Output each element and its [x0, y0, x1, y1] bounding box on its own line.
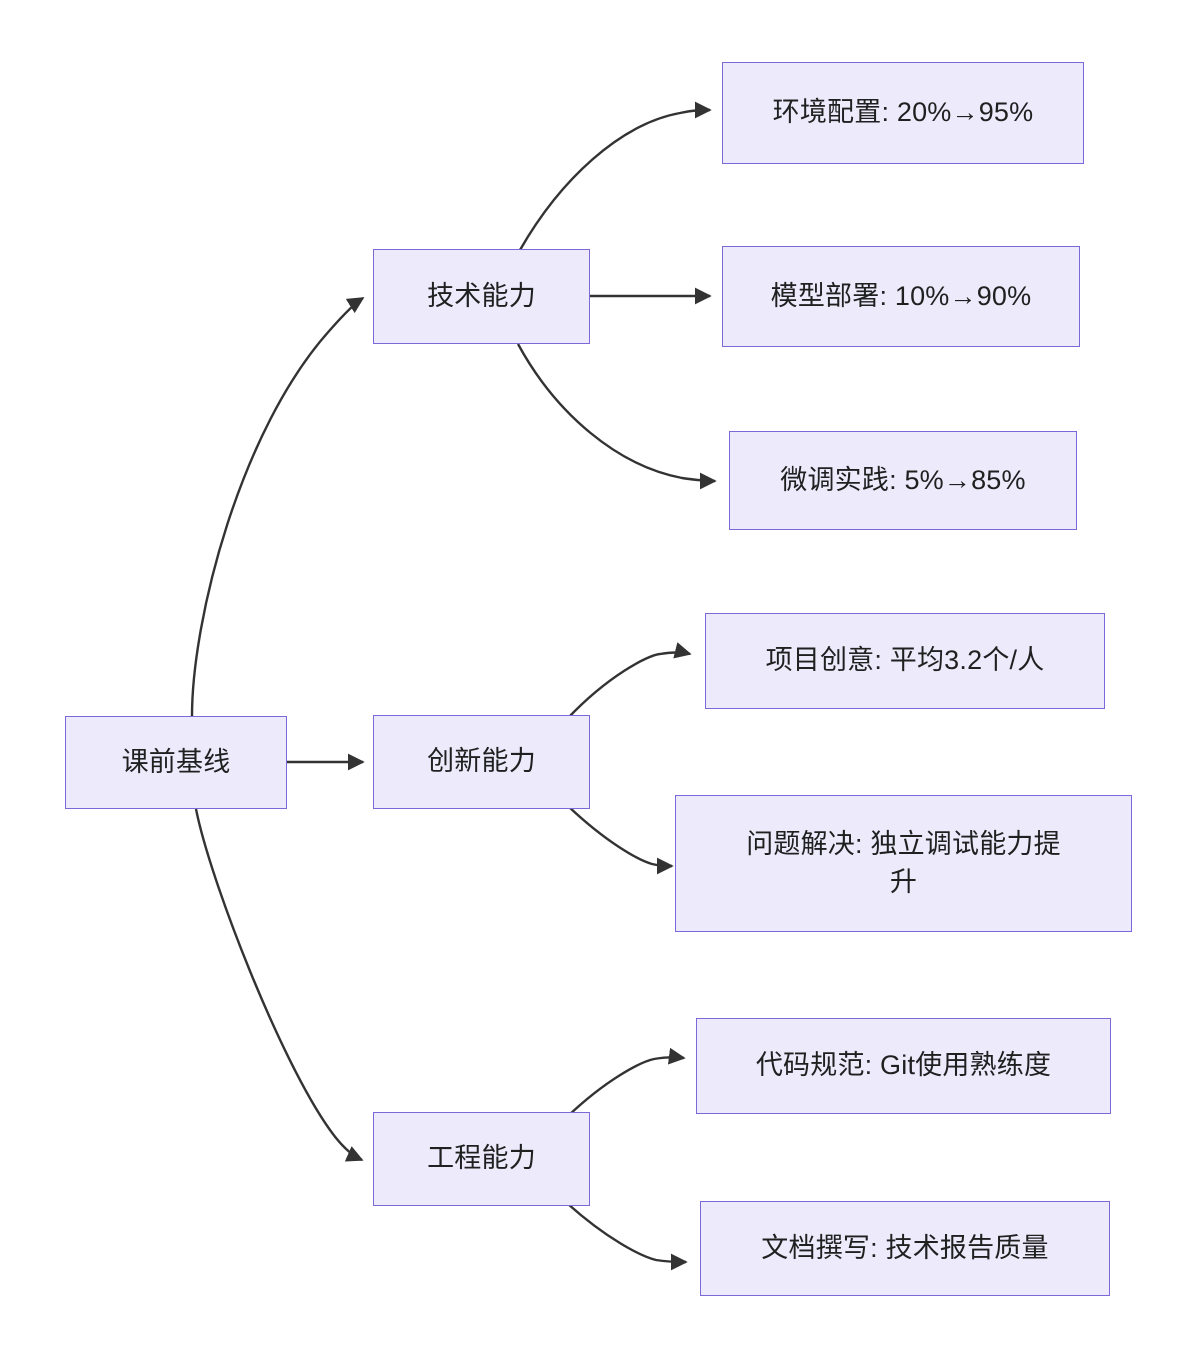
node-code-standards[interactable]: 代码规范: Git使用熟练度: [696, 1018, 1111, 1114]
node-label: 问题解决: 独立调试能力提 升: [746, 829, 1061, 897]
node-problem-solving[interactable]: 问题解决: 独立调试能力提 升: [675, 795, 1132, 932]
node-label: 环境配置: 20%→95%: [772, 97, 1034, 128]
node-root-baseline[interactable]: 课前基线: [65, 716, 287, 809]
edge-tech-to-env: [518, 101, 712, 251]
node-innovation-ability[interactable]: 创新能力: [373, 715, 590, 809]
edge-engineering-to-code: [567, 1047, 686, 1117]
node-label: 代码规范: Git使用熟练度: [755, 1050, 1052, 1081]
node-technical-ability[interactable]: 技术能力: [373, 249, 590, 344]
edge-root-to-tech: [190, 296, 365, 717]
node-label: 工程能力: [427, 1143, 536, 1174]
node-label: 创新能力: [427, 746, 536, 777]
node-label: 技术能力: [427, 280, 536, 311]
node-environment-setup[interactable]: 环境配置: 20%→95%: [722, 62, 1084, 164]
node-engineering-ability[interactable]: 工程能力: [373, 1112, 590, 1206]
node-label: 项目创意: 平均3.2个/人: [765, 645, 1045, 676]
edge-tech-to-finetune: [516, 343, 717, 490]
node-documentation-writing[interactable]: 文档撰写: 技术报告质量: [700, 1201, 1110, 1296]
node-model-deployment[interactable]: 模型部署: 10%→90%: [722, 246, 1080, 347]
node-label: 文档撰写: 技术报告质量: [761, 1232, 1049, 1263]
edge-innovation-to-idea: [567, 642, 692, 719]
node-label: 模型部署: 10%→90%: [770, 280, 1032, 311]
node-project-ideas[interactable]: 项目创意: 平均3.2个/人: [705, 613, 1105, 709]
edge-root-to-engineering: [194, 808, 364, 1162]
node-label: 微调实践: 5%→85%: [780, 464, 1026, 495]
edge-innovation-to-problem: [567, 805, 674, 875]
node-finetuning-practice[interactable]: 微调实践: 5%→85%: [729, 431, 1077, 530]
node-label: 课前基线: [121, 746, 231, 777]
edge-engineering-to-doc: [567, 1203, 688, 1271]
